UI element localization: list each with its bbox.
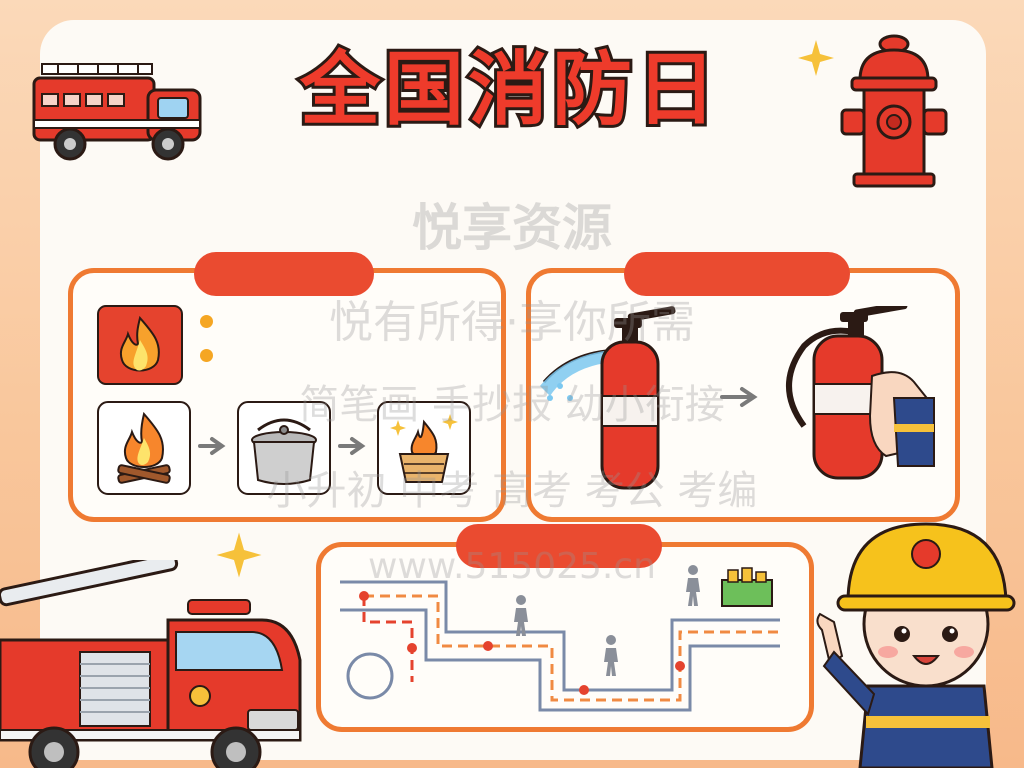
fire-truck-icon bbox=[32, 63, 202, 161]
person-icon bbox=[514, 595, 528, 636]
panel-header-pill bbox=[456, 524, 662, 568]
firefighter-child-icon bbox=[816, 522, 1016, 768]
watermark-line: 悦享资源 bbox=[412, 199, 612, 257]
safe-zone-icon bbox=[721, 567, 773, 607]
pot-lid-icon bbox=[237, 401, 331, 495]
sparkle-icon bbox=[216, 532, 262, 578]
watermark-line: 悦有所得·享你所需 bbox=[329, 297, 695, 348]
person-icon bbox=[686, 565, 700, 606]
fire-hydrant-icon bbox=[840, 34, 948, 188]
panel-header-pill bbox=[194, 252, 374, 296]
poster-title: 全国消防日 bbox=[297, 40, 720, 139]
escape-route-icon bbox=[340, 580, 780, 712]
fire-extinguisher-icon bbox=[786, 306, 935, 480]
arrow-right-icon bbox=[720, 387, 758, 407]
watermark-line: 简笔画 手抄报 幼小衔接 bbox=[299, 382, 725, 428]
fire-icon bbox=[97, 305, 183, 385]
watermark-line: www.515025.cn bbox=[368, 546, 656, 587]
basket-fire-icon bbox=[377, 401, 471, 495]
arrow-right-icon bbox=[198, 437, 226, 455]
arrow-right-icon bbox=[338, 437, 366, 455]
fire-truck-icon bbox=[0, 560, 302, 768]
bullet-dot bbox=[200, 315, 213, 328]
campfire-icon bbox=[97, 401, 191, 495]
person-icon bbox=[604, 635, 618, 676]
fire-extinguisher-icon bbox=[540, 306, 676, 490]
sparkle-icon bbox=[798, 40, 834, 76]
watermark-line: 小升初 中考 高考 考公 考编 bbox=[266, 468, 758, 514]
panel-header-pill bbox=[624, 252, 850, 296]
bullet-dot bbox=[200, 349, 213, 362]
